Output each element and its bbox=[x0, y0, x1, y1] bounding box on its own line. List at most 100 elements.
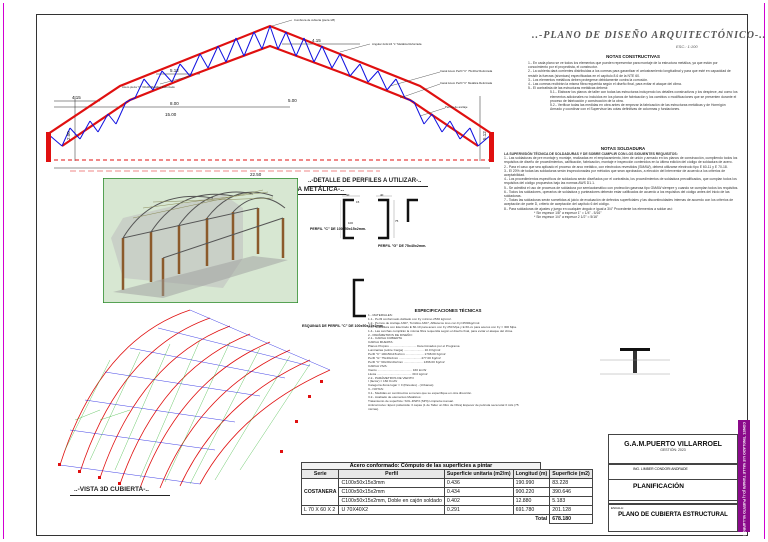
titleblock-rows: ING. LIMBER CONDORI ANDRADE PLANIFICACIÓ… bbox=[608, 464, 738, 504]
table-cell: 0.434 bbox=[443, 487, 514, 497]
surface-table-grid: Serie Perfil Superficie unitaria (m2/m) … bbox=[300, 469, 593, 524]
tb-row: PLANIFICACIÓN bbox=[609, 480, 737, 501]
table-cell: L 70 X 60 X 2 bbox=[300, 505, 340, 515]
profile-label: ESQUINAS DE PERFIL "C" DE 100x50x15x2mm. bbox=[302, 324, 384, 328]
spec-line: Lluvia .................................… bbox=[368, 371, 428, 376]
notes-block: 1.- Las soldaduras de pre montaje y mont… bbox=[504, 156, 742, 219]
note-line: 3.- Los elementos metálicos deben proteg… bbox=[528, 77, 649, 82]
dim-label: 50 bbox=[346, 194, 350, 197]
table-row: COSTANERA C100x50x15x3mm 0.436 190.990 8… bbox=[300, 478, 593, 506]
note-line: * Sin espesor 1/4" a espesor 2 1/2" = 5/… bbox=[534, 215, 599, 220]
spec-line: CARGA MUERTA: bbox=[368, 340, 394, 345]
dim-label: 15.00 bbox=[165, 112, 177, 117]
right-support bbox=[489, 132, 494, 162]
table-row: C100x50x15x2mm 0.434 900.220 390.646 bbox=[302, 487, 593, 497]
dim-label: 22.50 bbox=[250, 172, 262, 177]
spec-line: 1.4.- Las cerchas cumplirán la misma fib… bbox=[368, 328, 513, 333]
note-line: 7.- Todas las soldaduras serán sometidas… bbox=[504, 198, 734, 207]
notes-block: 1.- En cada plano se ve todos los elemen… bbox=[528, 61, 738, 111]
roof-view-caption: ..-VISTA 3D CUBIERTA-.. bbox=[74, 486, 149, 493]
table-cell: 5.183 bbox=[549, 496, 593, 506]
titleblock-header: G.A.M.PUERTO VILLARROEL GESTIÓN: 2023 bbox=[608, 434, 738, 464]
tech-specs: ESPECIFICACIONES TÉCNICAS 1.- MATERIALES… bbox=[368, 308, 528, 412]
callout-text: Canal Acero Perfil "C" 75x40x2 Reforzada bbox=[440, 69, 493, 73]
sheet-label: ESCALA: bbox=[611, 506, 624, 510]
sheet-border bbox=[36, 14, 748, 536]
caption-underline bbox=[70, 495, 170, 496]
table-total-label: Total bbox=[535, 516, 548, 523]
spec-line: Perfil "C" 100x50x15x2mm ...............… bbox=[368, 352, 446, 357]
surface-table: Acero conformado: Cómputo de las superfi… bbox=[300, 462, 593, 524]
note-line: 8.- Para soldaduras de ajustes y juego e… bbox=[504, 206, 673, 211]
table-header-row: Serie Perfil Superficie unitaria (m2/m) … bbox=[300, 469, 593, 479]
spec-line: 2.2.- PARÁMETROS DE VIENTO bbox=[368, 375, 414, 380]
table-cell: C100x50x15x2mm bbox=[338, 487, 445, 497]
notes-constructivas: NOTAS CONSTRUCTIVAS 1.- En cada plano se… bbox=[528, 54, 738, 111]
model-render bbox=[103, 178, 298, 303]
note-line: 5.- Se admitirá el uso de procesos de so… bbox=[504, 185, 739, 190]
table-cell: 201.128 bbox=[549, 505, 593, 515]
spec-line: CARGA VIVA: bbox=[368, 363, 388, 368]
table-cell: 0.291 bbox=[443, 505, 514, 515]
notes-title: NOTAS CONSTRUCTIVAS bbox=[606, 54, 660, 59]
dim-label: 8.00 bbox=[170, 101, 179, 106]
truss-web bbox=[47, 25, 493, 147]
magenta-frame bbox=[3, 3, 765, 539]
spec-line: 2.1.- CARGA CUBIERTA bbox=[368, 336, 403, 341]
titleblock-sheet: ESCALA: PLANO DE CUBIERTA ESTRUCTURAL bbox=[608, 504, 738, 532]
spec-line: Perfil "C" 60x30x10x2mm ................… bbox=[368, 359, 445, 364]
note-line: 1.- En cada plano se ve todos los elemen… bbox=[528, 61, 718, 70]
table-cell: 190.990 bbox=[512, 478, 551, 488]
truss-bottom-chord bbox=[61, 44, 479, 147]
profile-g-shape bbox=[378, 198, 390, 240]
note-line: 4.- Los procedimientos específicos de so… bbox=[504, 177, 737, 186]
spec-line: I (factor) = 160 Km/hr bbox=[368, 379, 398, 384]
project-name: CONST. TINGLADO U.E VALLE TUNARI (D.I.) … bbox=[742, 422, 746, 538]
dim-label: 5.12 bbox=[482, 131, 487, 140]
notes-soldadura: NOTAS SOLDADURA LA SUPERVISIÓN TÉCNICA D… bbox=[504, 146, 742, 219]
table-header: Perfil bbox=[338, 469, 445, 479]
note-line: 5.- El contratista de las estructuras me… bbox=[528, 86, 608, 91]
profiles-caption: ..-DETALLE DE PERFILES A UTILIZAR-.. bbox=[308, 178, 422, 184]
sheet-title: PLANO DE CUBIERTA ESTRUCTURAL bbox=[618, 512, 728, 518]
table-cell: C100x50x15x3mm bbox=[338, 478, 445, 488]
note-line: 5.1.- Elaborar los planos de taller con … bbox=[550, 90, 738, 103]
note-line: 4.- Las correas recibirán la misma fibra… bbox=[528, 82, 682, 87]
callout-text: Cumbrera de cubierta (pieza 1/8) bbox=[294, 18, 335, 22]
spec-line: Viento .................................… bbox=[368, 367, 427, 372]
profile-details: 100 50 15 75 40 bbox=[340, 194, 418, 318]
table-cell: 0.436 bbox=[443, 478, 514, 488]
specs-block: 1.- MATERIALES: 1.1.- Perfil conformado … bbox=[368, 313, 528, 412]
drawing-scale: ESC.: 1:100 bbox=[676, 44, 698, 49]
table-title: Acero conformado: Cómputo de las superfi… bbox=[301, 462, 541, 469]
callout-text: Canal Acero Perfil "C" Metálica Reforzad… bbox=[440, 81, 492, 85]
dim-label: 5.12 bbox=[170, 68, 179, 73]
caption-underline bbox=[308, 186, 428, 187]
table-cell: 0.402 bbox=[443, 496, 514, 506]
left-support bbox=[46, 132, 51, 162]
dim-label: 75 bbox=[395, 219, 399, 223]
table-cell: 83.228 bbox=[549, 478, 593, 488]
spec-line: Luminarias (sobre Carga) ...............… bbox=[368, 348, 441, 353]
dim-label: 40 bbox=[380, 194, 384, 197]
table-cell-group: COSTANERA bbox=[300, 478, 340, 506]
notes-intro: LA SUPERVISIÓN TÉCNICA DE SOLDADURAS Y D… bbox=[504, 152, 678, 156]
callout-text: Acero pieza "C" 60x30 Metálico Reforzado bbox=[122, 85, 175, 89]
note-line: 5.2.- Verificar todas las medidas en obr… bbox=[550, 103, 726, 112]
table-row: L 70 X 60 X 2 U 70X40X2 0.291 691.780 20… bbox=[300, 505, 593, 515]
spec-line: Perfil "G" 75x40x2mm ...................… bbox=[368, 355, 441, 360]
callout-text: Angular 4x4x1/4 "L" Metálica Reforzada bbox=[372, 42, 422, 46]
roof-arches bbox=[59, 309, 331, 489]
profile-corner-shape bbox=[352, 278, 366, 318]
roof-purlins bbox=[59, 309, 331, 485]
table-header: Superficie unitaria (m2/m) bbox=[443, 469, 514, 479]
connection-detail bbox=[600, 348, 670, 375]
truss-elevation: 4.15 8.00 15.00 22.50 2.00 5.12 4.15 5.0… bbox=[46, 18, 494, 177]
notes-title: NOTAS SOLDADURA bbox=[600, 146, 646, 151]
note-line: 1.- Las soldaduras de pre montaje y mont… bbox=[504, 156, 738, 165]
table-cell: 390.646 bbox=[549, 487, 593, 497]
spec-line: 1.1.- Perfil conformado doblado con Fy m… bbox=[368, 316, 452, 321]
spec-line: Categoría Zona lugar = II (Paredes) - (U… bbox=[368, 383, 434, 388]
table-header: Superficie (m2) bbox=[549, 469, 593, 479]
vertical-project-bar: CONST. TINGLADO U.E VALLE TUNARI (D.I.) … bbox=[738, 420, 750, 538]
